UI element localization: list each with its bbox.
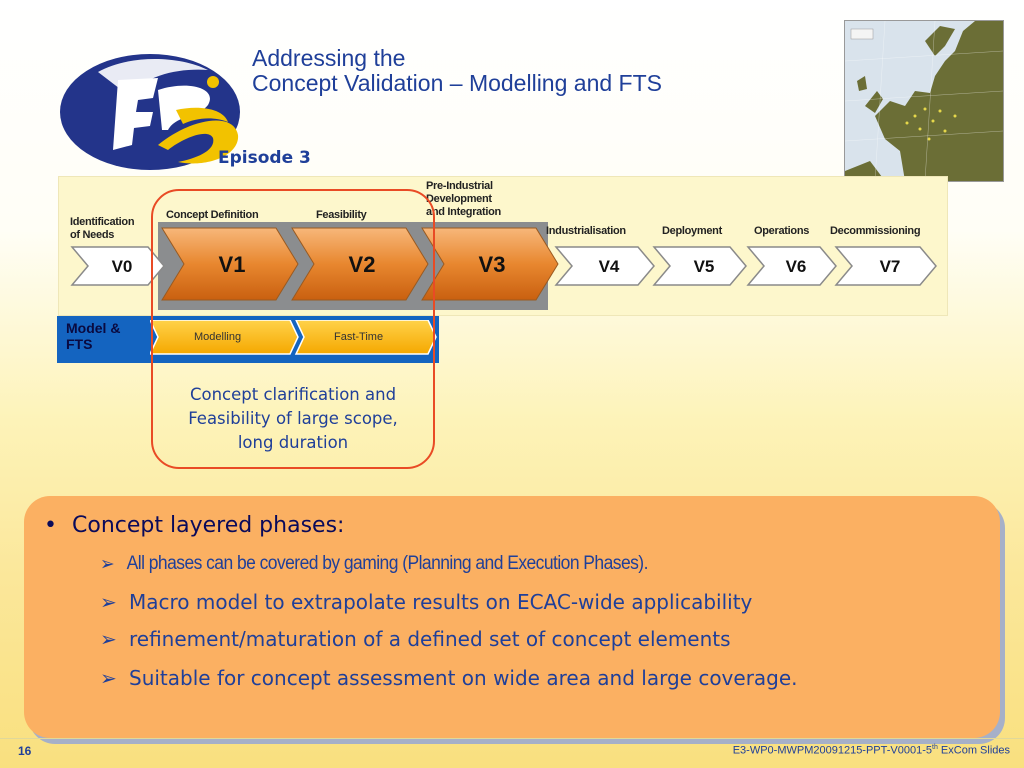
ep3-logo (60, 54, 240, 170)
phase-label-line: Concept Definition (166, 209, 259, 221)
phase-label-line: Development (426, 193, 492, 205)
episode-label: Episode 3 (218, 148, 311, 168)
modelling-label: Modelling (194, 331, 242, 343)
sub-bullet-2: ➢ Macro model to extrapolate results on E… (100, 590, 752, 614)
model-fts-label: Model & FTS (66, 320, 146, 352)
phase-label-v4: Industrialisation (546, 225, 626, 238)
bullet-dot-icon: • (44, 513, 57, 538)
phase-label-v5: Deployment (662, 225, 722, 238)
bullet-box (24, 496, 1000, 738)
arrow-bullet-icon: ➢ (100, 666, 117, 690)
clarification-text: Concept clarification and Feasibility of… (188, 385, 398, 452)
sub-bullet-3: ➢ refinement/maturation of a defined set … (100, 627, 731, 651)
phase-label-line: Feasibility (316, 209, 367, 221)
phase-label-line: Deployment (662, 225, 722, 237)
arrow-bullet-icon: ➢ (100, 627, 117, 651)
model-fts-text: Model & FTS (66, 320, 121, 352)
phase-label-v7: Decommissioning (830, 225, 921, 238)
phase-label-line: Identification (70, 216, 135, 228)
main-bullet: • Concept layered phases: (44, 513, 344, 538)
sub-bullet-text: refinement/maturation of a defined set o… (129, 627, 731, 651)
highlight-oval (151, 189, 435, 469)
fast-time-label: Fast-Time (334, 331, 384, 343)
main-bullet-text: Concept layered phases: (72, 513, 345, 538)
phase-label-line: Industrialisation (546, 225, 626, 237)
phase-label-line: Operations (754, 225, 810, 237)
footer-ref-sup: th (932, 744, 938, 751)
title-line-2: Concept Validation – Modelling and FTS (252, 70, 662, 96)
sub-bullet-text: All phases can be covered by gaming (Pla… (126, 553, 649, 574)
slide-title: Addressing the Concept Validation – Mode… (252, 46, 662, 96)
arrow-bullet-icon: ➢ (100, 554, 115, 575)
footer-ref-main: E3-WP0-MWPM20091215-PPT-V0001-5 (732, 744, 933, 757)
page-number: 16 (18, 744, 32, 758)
phase-label-line: of Needs (70, 229, 115, 241)
model-fts-chevrons (150, 320, 437, 355)
phase-label-line: and Integration (426, 206, 501, 218)
footer-ref-tail: ExCom Slides (937, 744, 1010, 757)
title-line-1: Addressing the (252, 45, 406, 71)
footer-reference: E3-WP0-MWPM20091215-PPT-V0001-5th ExCom … (733, 744, 1010, 757)
phase-label-v1: Concept Definition (166, 209, 259, 222)
phase-label-line: Pre-Industrial (426, 180, 493, 192)
sub-bullet-4: ➢ Suitable for concept assessment on wide… (100, 663, 978, 693)
sub-bullet-1: ➢ All phases can be covered by gaming (Pl… (100, 553, 648, 575)
phase-label-v2: Feasibility (316, 209, 367, 222)
arrow-bullet-icon: ➢ (100, 590, 117, 614)
europe-map-image (844, 20, 1004, 182)
sub-bullet-text: Macro model to extrapolate results on EC… (129, 590, 753, 614)
phase-label-line: Decommissioning (830, 225, 921, 237)
footer-divider (0, 738, 1024, 739)
sub-bullet-text: Suitable for concept assessment on wide … (129, 666, 798, 690)
phase-label-v6: Operations (754, 225, 809, 238)
